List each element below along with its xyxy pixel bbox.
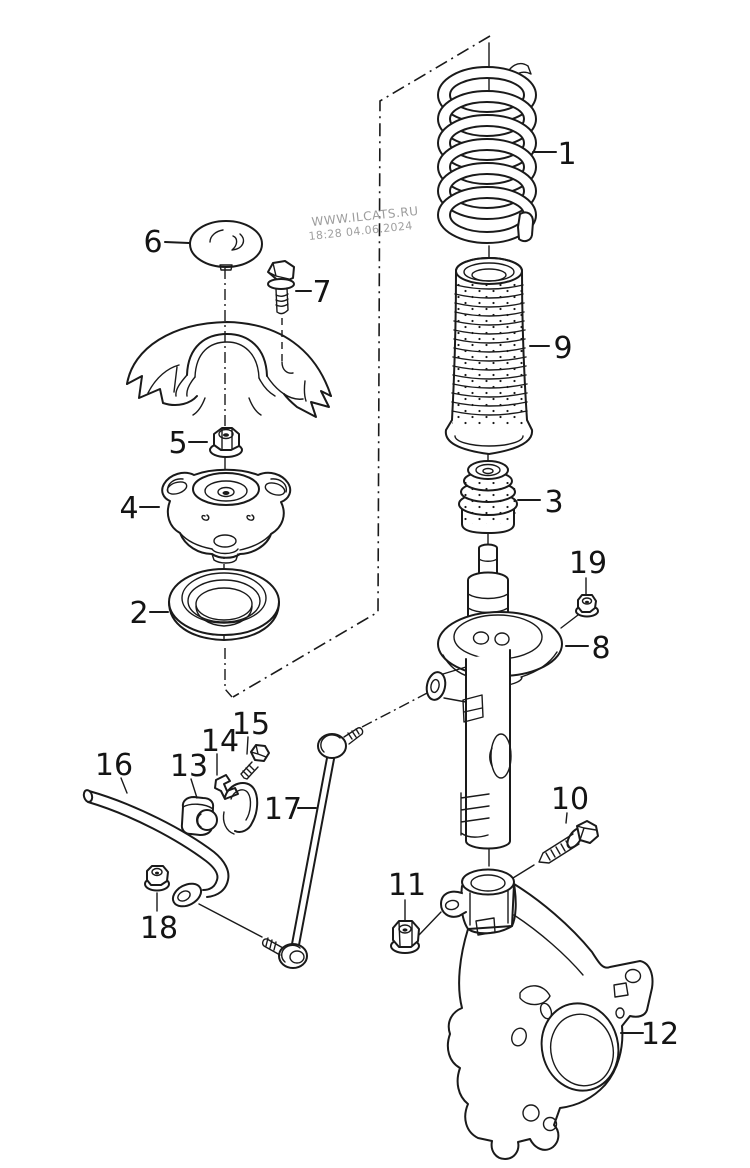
strut-body xyxy=(465,649,511,850)
left-axis-lower xyxy=(224,648,233,698)
nut19-line xyxy=(560,614,579,629)
leader-line-16 xyxy=(120,777,128,794)
hub-outer xyxy=(540,1002,620,1092)
callout-number-5[interactable]: 5 xyxy=(168,426,187,461)
bolt10-line xyxy=(512,864,535,879)
part-3-bump-stop xyxy=(458,460,518,534)
callout-number-11[interactable]: 11 xyxy=(388,868,426,903)
knuckle-arm-inner xyxy=(513,914,584,976)
leader-line-6 xyxy=(164,241,190,244)
hub-inner xyxy=(549,1013,615,1087)
callout-3-bump-stop: 3 xyxy=(517,485,564,520)
callout-6-cap: 6 xyxy=(143,225,190,260)
callout-5-nut: 5 xyxy=(168,426,208,461)
callout-number-17[interactable]: 17 xyxy=(264,792,302,827)
callout-number-8[interactable]: 8 xyxy=(591,631,610,666)
spring-wire-end-bottom xyxy=(517,211,534,243)
callout-18-nut: 18 xyxy=(140,892,178,946)
callout-2-bearing: 2 xyxy=(129,596,169,631)
part-1-coil-spring xyxy=(437,62,537,244)
part-19-hex-nut xyxy=(575,594,599,618)
part-2-strut-bearing xyxy=(168,568,280,641)
main-axis-line xyxy=(232,35,491,698)
callout-number-4[interactable]: 4 xyxy=(119,491,138,526)
part-14-clamp xyxy=(214,774,239,800)
callout-number-14[interactable]: 14 xyxy=(201,724,239,759)
nut11-line xyxy=(418,911,442,936)
body-tab xyxy=(462,694,484,723)
part-13-bushing xyxy=(180,796,218,836)
strut-cover xyxy=(126,321,332,418)
callout-number-10[interactable]: 10 xyxy=(551,782,589,817)
bar-eyelet xyxy=(171,882,203,908)
callout-7-bolt: 7 xyxy=(295,275,332,310)
cap-nub xyxy=(219,264,233,271)
part-17-stabilizer-link xyxy=(262,727,364,969)
boot-stipple xyxy=(452,280,526,426)
callout-number-13[interactable]: 13 xyxy=(170,749,208,784)
bumpstop-stipple xyxy=(460,482,516,524)
bar-link-line xyxy=(198,903,263,938)
callout-number-7[interactable]: 7 xyxy=(312,275,331,310)
leader-line-13 xyxy=(190,778,198,799)
link-boss xyxy=(425,671,447,701)
watermark: WWW.ILCATS.RU 18:28 04.06.2024 xyxy=(308,204,419,243)
callout-number-19[interactable]: 19 xyxy=(569,546,607,581)
callout-number-18[interactable]: 18 xyxy=(140,911,178,946)
callout-number-1[interactable]: 1 xyxy=(557,137,576,172)
callout-number-6[interactable]: 6 xyxy=(143,225,162,260)
callout-number-9[interactable]: 9 xyxy=(553,331,572,366)
part-15-screw xyxy=(240,744,270,780)
part-12-steering-knuckle xyxy=(440,868,654,1160)
callout-8-shock-strut: 8 xyxy=(565,631,611,666)
callout-19-nut: 19 xyxy=(569,546,607,595)
callout-number-2[interactable]: 2 xyxy=(129,596,148,631)
callout-10-bolt: 10 xyxy=(551,782,589,824)
boot-bottom-rim xyxy=(454,435,524,447)
callouts: 1 9 3 19 8 10 11 12 xyxy=(95,137,679,1052)
part-11-flange-nut xyxy=(390,920,420,954)
callout-13-bushing: 13 xyxy=(170,749,208,799)
callout-15-screw: 15 xyxy=(232,707,270,755)
part-4-strut-mount xyxy=(161,468,292,564)
bushing-bracket-strap xyxy=(222,782,259,835)
callout-1-coil-spring: 1 xyxy=(532,137,577,172)
leader-line-10 xyxy=(565,812,568,824)
callout-number-15[interactable]: 15 xyxy=(232,707,270,742)
part-6-cap xyxy=(189,220,263,271)
body-bracket xyxy=(460,792,490,838)
callout-number-16[interactable]: 16 xyxy=(95,748,133,783)
callout-9-protective-boot: 9 xyxy=(529,331,573,366)
link-upper-joint xyxy=(317,733,347,759)
part-8-shock-strut xyxy=(425,543,563,850)
callout-14-clamp: 14 xyxy=(201,724,239,776)
link-boss-axis xyxy=(361,689,434,728)
part-9-protective-boot xyxy=(444,257,534,455)
callout-4-strut-mount: 4 xyxy=(119,491,160,526)
part-18-flange-nut xyxy=(144,865,170,892)
callout-17-stabilizer-link: 17 xyxy=(264,792,317,827)
callout-number-12[interactable]: 12 xyxy=(641,1017,679,1052)
body-slot xyxy=(490,733,512,779)
part-10-bolt xyxy=(538,820,599,864)
leader-line-15 xyxy=(246,736,249,755)
part-16-stabilizer-bar xyxy=(82,789,230,908)
knuckle-window xyxy=(519,985,551,1006)
callout-12-steering-knuckle: 12 xyxy=(620,1017,679,1052)
callout-11-nut: 11 xyxy=(388,868,426,921)
part-7-bolt xyxy=(267,260,295,374)
clamp-ear xyxy=(440,890,467,918)
callout-number-3[interactable]: 3 xyxy=(544,485,563,520)
callout-16-stabilizer-bar: 16 xyxy=(95,748,133,794)
part-5-hex-nut xyxy=(209,427,243,458)
